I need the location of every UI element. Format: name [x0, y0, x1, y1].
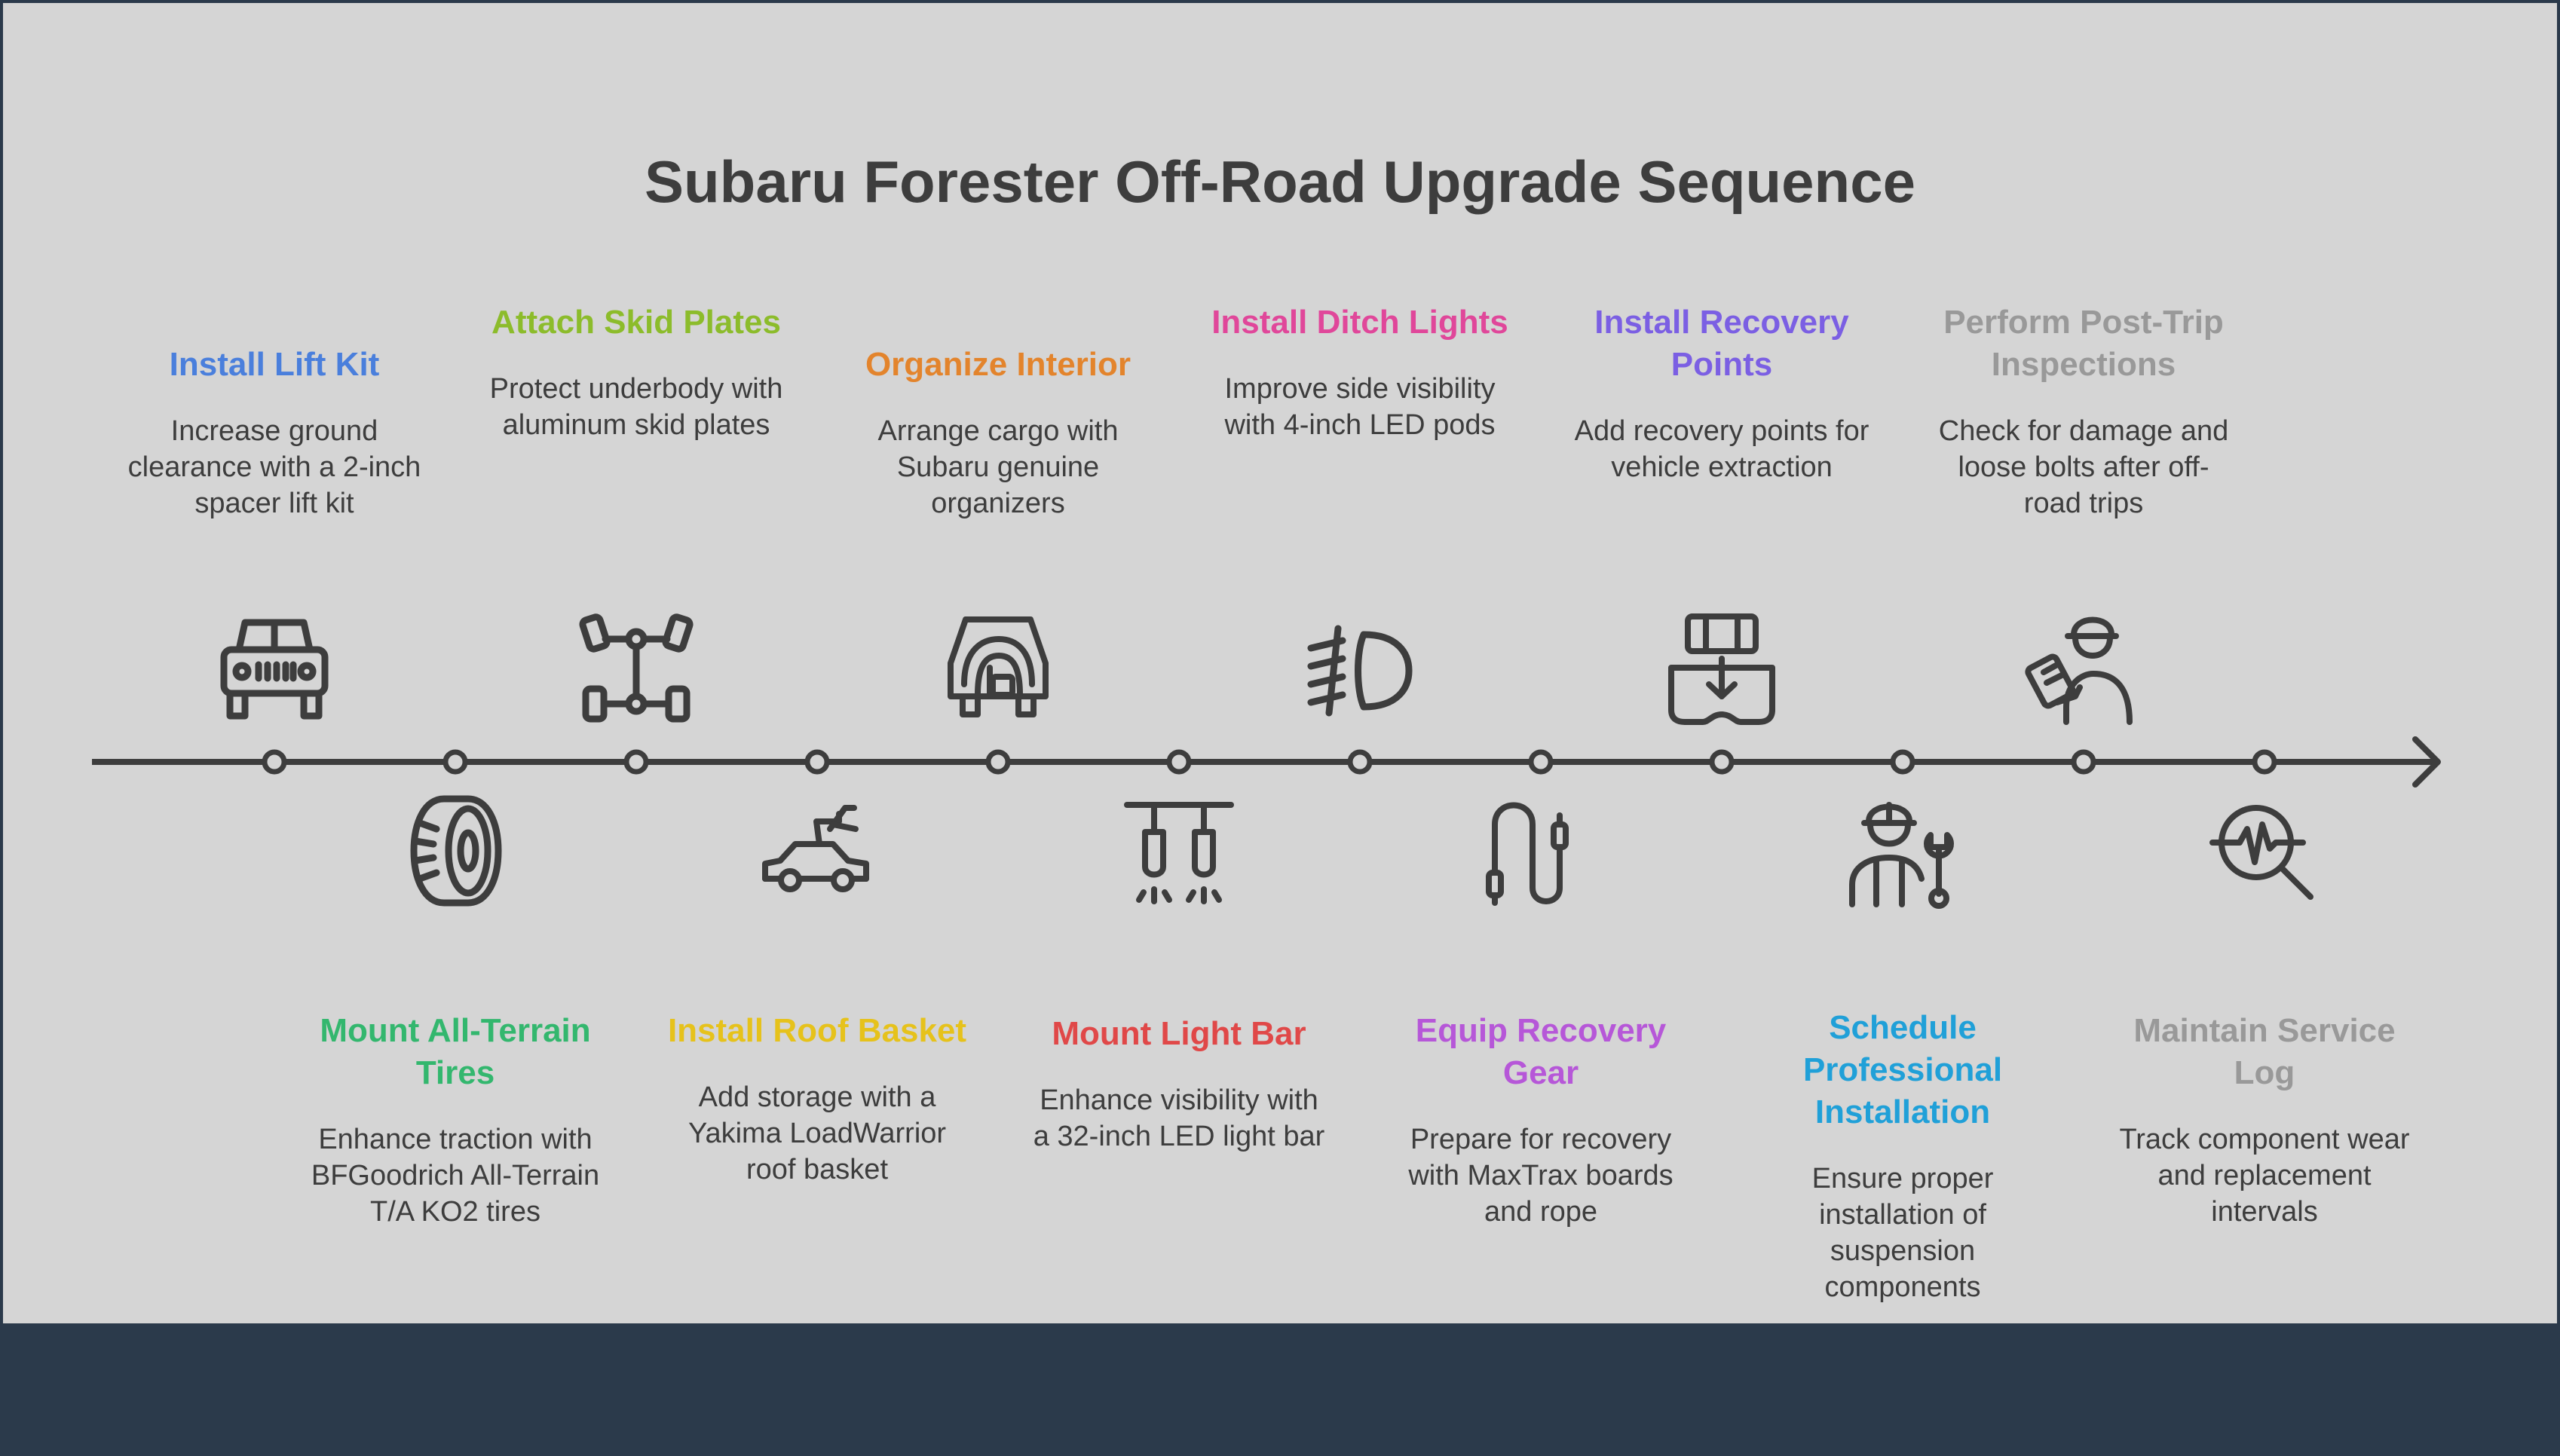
step-description: Improve side visibility with 4-inch LED …: [1224, 373, 1496, 441]
footer-band: [0, 1323, 2560, 1456]
step-title: Install Roof Basket: [667, 1012, 967, 1049]
mechanic-icon: [1846, 794, 1959, 909]
step-title: Mount Light Bar: [1052, 1015, 1306, 1052]
step-description: Protect underbody with aluminum skid pla…: [489, 373, 783, 441]
timeline-marker: [262, 749, 287, 775]
diagnostics-icon: [2208, 794, 2321, 907]
step-mount-light-bar: Mount Light Bar Enhance visibility with …: [1028, 1013, 1330, 1155]
step-title: Organize Interior: [865, 346, 1131, 383]
step-description: Enhance traction with BFGoodrich All-Ter…: [311, 1124, 600, 1228]
timeline-marker: [804, 749, 830, 775]
step-description: Track component wear and replacement int…: [2119, 1124, 2410, 1228]
tire-icon: [399, 794, 512, 907]
step-description: Check for damage and loose bolts after o…: [1938, 415, 2229, 519]
timeline-marker: [623, 749, 649, 775]
step-attach-skid-plates: Attach Skid Plates Protect underbody wit…: [485, 301, 787, 443]
timeline-marker: [1890, 749, 1915, 775]
step-title: Install Recovery Points: [1594, 304, 1849, 383]
cable-icon: [1484, 794, 1597, 907]
step-description: Add recovery points for vehicle extracti…: [1574, 415, 1869, 483]
step-mount-all-terrain-tires: Mount All-Terrain Tires Enhance traction…: [305, 1010, 606, 1230]
step-description: Enhance visibility with a 32-inch LED li…: [1033, 1084, 1325, 1152]
step-title: Install Lift Kit: [169, 346, 380, 383]
step-description: Prepare for recovery with MaxTrax boards…: [1408, 1124, 1673, 1228]
jeep-icon: [218, 612, 331, 725]
step-install-lift-kit: Install Lift Kit Increase ground clearan…: [124, 344, 425, 522]
recovery-point-icon: [1665, 612, 1778, 725]
step-title: Install Ditch Lights: [1211, 304, 1508, 341]
timeline-marker: [1528, 749, 1554, 775]
step-install-ditch-lights: Install Ditch Lights Improve side visibi…: [1209, 301, 1511, 443]
diagram-panel: [3, 3, 2557, 1323]
step-description: Arrange cargo with Subaru genuine organi…: [877, 415, 1119, 519]
step-title: Attach Skid Plates: [491, 304, 781, 341]
chassis-icon: [579, 612, 694, 725]
step-title: Schedule Professional Installation: [1802, 1009, 2003, 1130]
timeline-marker: [2252, 749, 2277, 775]
light-bar-icon: [1122, 794, 1236, 907]
step-description: Increase ground clearance with a 2-inch …: [127, 415, 421, 519]
step-title: Equip Recovery Gear: [1415, 1012, 1667, 1091]
car-roof-rack-icon: [761, 794, 874, 907]
step-title: Maintain Service Log: [2133, 1012, 2396, 1091]
timeline-marker: [985, 749, 1011, 775]
step-equip-recovery-gear: Equip Recovery Gear Prepare for recovery…: [1390, 1010, 1692, 1230]
car-interior-icon: [942, 612, 1055, 725]
step-maintain-service-log: Maintain Service Log Track component wea…: [2114, 1010, 2415, 1230]
step-title: Perform Post-Trip Inspections: [1943, 304, 2224, 383]
step-schedule-professional-installation: Schedule Professional Installation Ensur…: [1752, 1007, 2053, 1305]
step-description: Ensure proper installation of suspension…: [1811, 1163, 1994, 1303]
step-install-recovery-points: Install Recovery Points Add recovery poi…: [1571, 301, 1873, 485]
timeline-arrowhead: [2412, 736, 2441, 788]
inspector-icon: [2025, 612, 2140, 725]
timeline-marker: [1166, 749, 1192, 775]
timeline-marker: [1709, 749, 1735, 775]
step-title: Mount All-Terrain Tires: [320, 1012, 591, 1091]
step-description: Add storage with a Yakima LoadWarrior ro…: [687, 1081, 947, 1185]
step-perform-post-trip-inspections: Perform Post-Trip Inspections Check for …: [1933, 301, 2234, 522]
step-organize-interior: Organize Interior Arrange cargo with Sub…: [847, 344, 1149, 522]
step-install-roof-basket: Install Roof Basket Add storage with a Y…: [666, 1010, 968, 1188]
diagram-title: Subaru Forester Off-Road Upgrade Sequenc…: [645, 148, 1915, 215]
timeline-marker: [2071, 749, 2096, 775]
headlight-icon: [1303, 612, 1416, 725]
timeline-marker: [442, 749, 468, 775]
timeline-marker: [1347, 749, 1373, 775]
